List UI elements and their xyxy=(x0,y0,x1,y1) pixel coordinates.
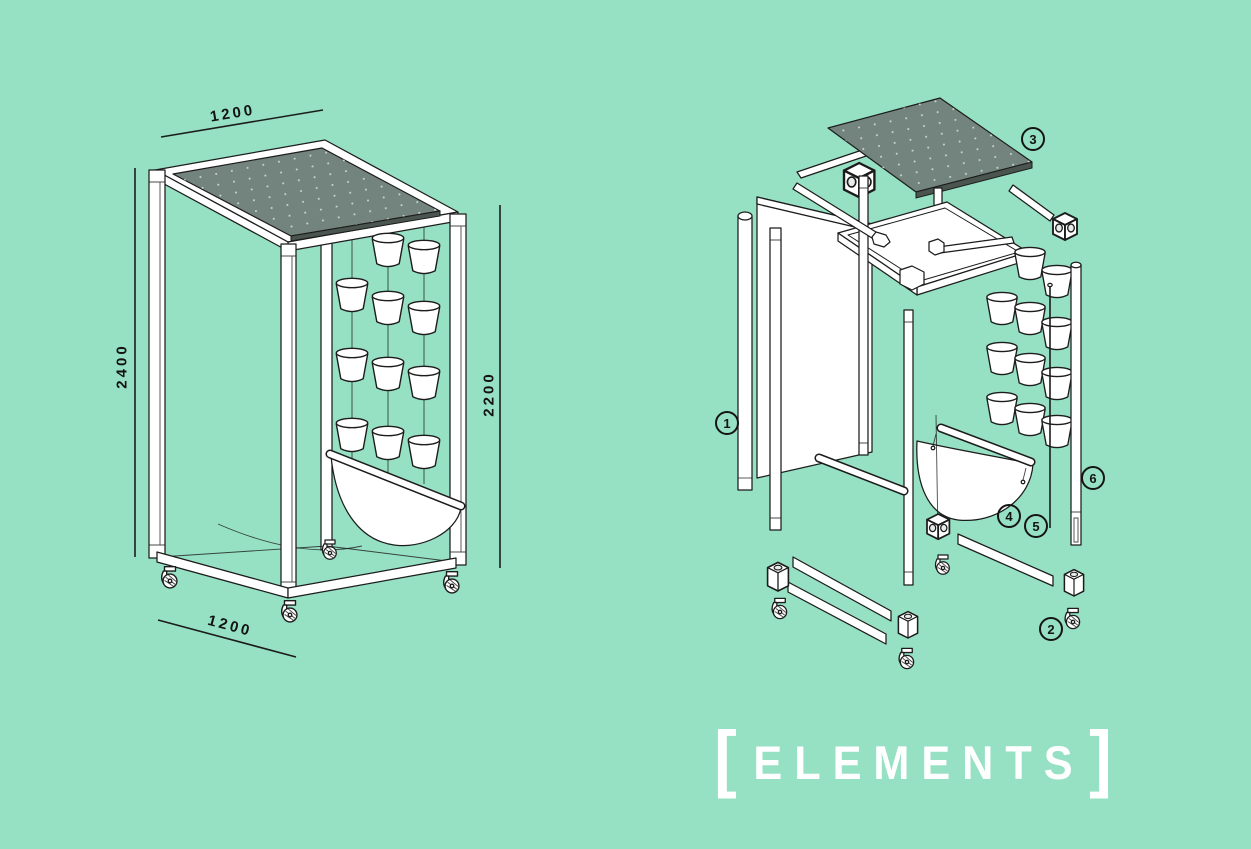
base-rails xyxy=(787,533,1054,645)
front-left-leg xyxy=(769,227,782,531)
drip-hammock xyxy=(325,449,466,547)
element-marker-6: 6 xyxy=(1081,466,1105,490)
cross-rails xyxy=(792,182,1015,256)
roof-panel-exploded xyxy=(827,97,1033,199)
base-frame xyxy=(156,551,457,599)
corner-post xyxy=(1070,261,1082,546)
element-marker-1: 1 xyxy=(715,411,739,435)
caster-wheels xyxy=(161,539,460,623)
title-bracket-left: [ xyxy=(714,716,737,799)
watering-rod xyxy=(1047,282,1053,528)
tray-legs xyxy=(858,175,914,586)
element-marker-3: 3 xyxy=(1021,127,1045,151)
dimension-lines xyxy=(134,109,501,658)
corner-connector-center xyxy=(926,513,951,541)
assembled-view-drawing xyxy=(134,109,501,658)
exploded-view-drawing xyxy=(737,97,1085,670)
side-panel xyxy=(756,196,873,479)
element-marker-4: 4 xyxy=(997,504,1021,528)
caster-center xyxy=(934,554,950,575)
side-post xyxy=(737,211,753,491)
frame-posts xyxy=(148,169,467,596)
title-bracket-right: ] xyxy=(1089,716,1112,799)
hammock-exploded xyxy=(814,414,1036,539)
corner-connector-right xyxy=(1052,212,1078,241)
title-text: ELEMENTS xyxy=(753,735,1085,789)
dimension-label-left-height: 2400 xyxy=(113,343,131,389)
dimension-label-right-height: 2200 xyxy=(480,371,498,417)
element-marker-2: 2 xyxy=(1039,617,1063,641)
poster-title: [ ELEMENTS ] xyxy=(714,721,1112,799)
element-marker-5: 5 xyxy=(1024,514,1048,538)
pots-exploded xyxy=(986,246,1073,449)
roof-panel xyxy=(172,147,441,242)
base-back-edges xyxy=(159,545,456,563)
casters-exploded xyxy=(771,597,1081,670)
